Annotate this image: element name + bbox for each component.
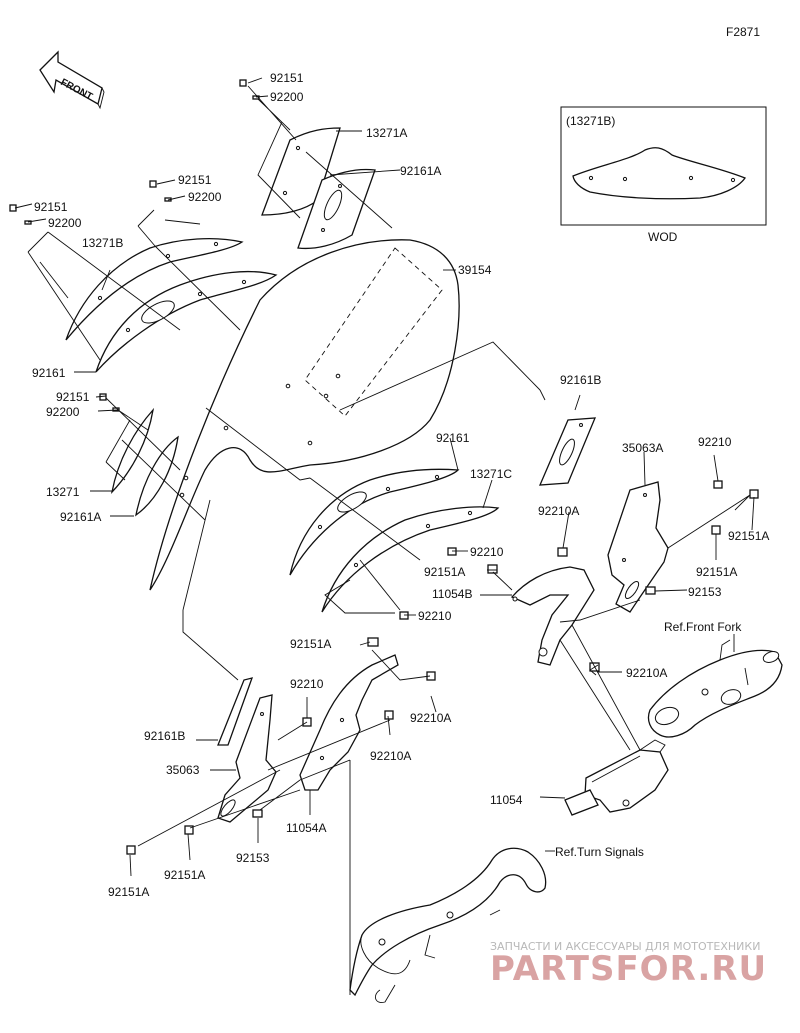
inset-13271b: (13271B) WOD	[560, 106, 767, 244]
label-92210: 92210	[290, 677, 324, 691]
label-92161: 92161	[436, 431, 470, 445]
label-92210a: 92210A	[370, 749, 411, 763]
part-labels: 92151 92200 13271A 92161A 92151 92200 92…	[32, 71, 769, 899]
turn-signal-bracket	[349, 847, 547, 1003]
bracket-35063a	[607, 481, 669, 613]
deflector-13271b	[65, 237, 244, 341]
label-92153: 92153	[236, 851, 270, 865]
front-fork-bracket	[647, 639, 783, 738]
label-11054: 11054	[490, 793, 523, 807]
inset-title: (13271B)	[566, 114, 615, 128]
inset-caption: WOD	[648, 230, 678, 244]
label-92210a: 92210A	[626, 666, 667, 680]
label-92151: 92151	[34, 200, 68, 214]
deflector-13271c	[321, 506, 500, 613]
label-92151a: 92151A	[108, 885, 149, 899]
label-92151a: 92151A	[290, 637, 331, 651]
stay-11054b	[510, 566, 595, 666]
label-92210a: 92210A	[410, 711, 451, 725]
label-ref-turn-signals: Ref.Turn Signals	[555, 845, 644, 859]
label-13271b: 13271B	[82, 236, 123, 250]
windshield	[149, 239, 460, 591]
figure-code: F2871	[726, 25, 760, 39]
gasket-92161b-right	[538, 417, 597, 486]
label-11054b: 11054B	[432, 587, 472, 601]
label-13271: 13271	[46, 485, 80, 499]
label-92151: 92151	[178, 173, 212, 187]
label-11054a: 11054A	[286, 821, 326, 835]
label-92151: 92151	[270, 71, 304, 85]
gasket-92161	[95, 270, 278, 373]
label-92210: 92210	[418, 609, 452, 623]
label-92153: 92153	[688, 585, 722, 599]
label-13271c: 13271C	[470, 467, 512, 481]
label-92161b: 92161B	[560, 373, 601, 387]
gasket-92161a-left	[135, 435, 179, 517]
label-92161a: 92161A	[400, 164, 441, 178]
gasket-92161b-left	[217, 677, 254, 746]
label-92200: 92200	[270, 90, 304, 104]
label-35063a: 35063A	[622, 441, 663, 455]
front-arrow-icon: FRONT	[39, 50, 105, 110]
label-92151a: 92151A	[728, 529, 769, 543]
label-35063: 35063	[166, 763, 200, 777]
label-39154: 39154	[458, 263, 492, 277]
deflector-13271	[110, 407, 155, 495]
label-92200: 92200	[46, 405, 80, 419]
stay-11054	[564, 739, 669, 816]
label-92161b: 92161B	[144, 729, 185, 743]
label-92200: 92200	[48, 216, 82, 230]
label-92151: 92151	[56, 390, 90, 404]
leader-lines	[14, 77, 755, 995]
label-92210: 92210	[698, 435, 732, 449]
label-ref-front-fork: Ref.Front Fork	[664, 620, 742, 634]
label-92161: 92161	[32, 366, 66, 380]
deflector-13271a	[261, 127, 341, 216]
label-92151a: 92151A	[696, 565, 737, 579]
stay-11054a	[299, 654, 399, 791]
label-92161a: 92161A	[60, 510, 101, 524]
watermark-tagline: ЗАПЧАСТИ И АКСЕССУАРЫ ДЛЯ МОТОТЕХНИКИ	[490, 940, 760, 953]
watermark-logo: PARTSFOR.RU	[490, 949, 767, 989]
label-92210a: 92210A	[538, 504, 579, 518]
label-92151a: 92151A	[424, 565, 465, 579]
label-13271a: 13271A	[366, 126, 407, 140]
label-92210: 92210	[470, 545, 504, 559]
watermark: ЗАПЧАСТИ И АКСЕССУАРЫ ДЛЯ МОТОТЕХНИКИ PA…	[490, 940, 767, 989]
bracket-35063	[217, 694, 277, 823]
label-92151a: 92151A	[164, 868, 205, 882]
label-92200: 92200	[188, 190, 222, 204]
